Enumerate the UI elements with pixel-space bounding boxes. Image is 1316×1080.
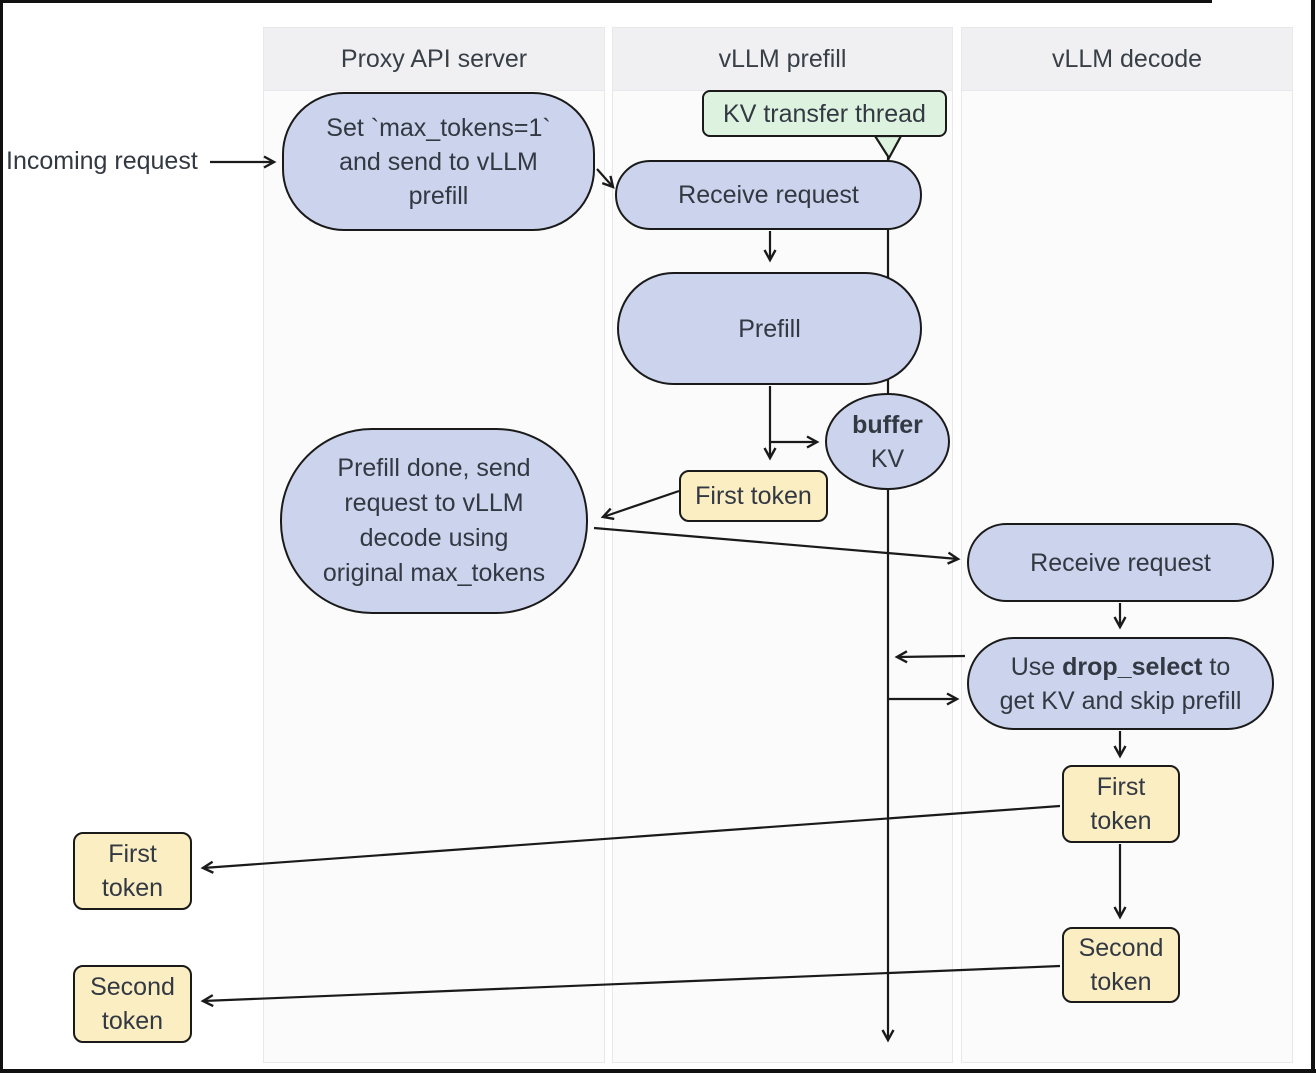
node-first-token-decode: First token xyxy=(1062,765,1180,843)
arrow-drop-select-to-lifeline xyxy=(894,650,966,664)
drop-select-line2: get KV and skip prefill xyxy=(999,686,1242,715)
prefill-done-line3: decode using xyxy=(359,524,509,552)
first-token-returned-line2: token xyxy=(101,874,164,902)
node-first-token-prefill: First token xyxy=(679,470,828,522)
frame-left-edge xyxy=(0,0,3,1073)
lane-header-decode: vLLM decode xyxy=(962,28,1292,91)
node-receive-request-decode: Receive request xyxy=(967,523,1274,602)
node-buffer-kv: buffer KV xyxy=(825,393,950,490)
arrow-second-token-decode-to-left xyxy=(200,964,1061,1008)
node-second-token-returned: Second token xyxy=(73,965,192,1043)
frame-bottom-edge xyxy=(0,1069,1316,1073)
set-max-tokens-line3: prefill xyxy=(408,181,469,210)
arrow-first-token-to-prefill-done xyxy=(600,489,680,521)
incoming-request-label: Incoming request xyxy=(6,147,198,175)
buffer-kv-title: buffer xyxy=(852,410,923,439)
drop-select-post: to xyxy=(1202,652,1231,681)
first-token-decode-line2: token xyxy=(1090,807,1152,835)
prefill-done-line2: request to vLLM xyxy=(344,489,524,517)
node-receive-request-prefill: Receive request xyxy=(615,160,922,230)
kv-transfer-thread-callout: KV transfer thread xyxy=(702,90,947,137)
node-drop-select: Use drop_select to get KV and skip prefi… xyxy=(967,637,1274,730)
set-max-tokens-line1: Set `max_tokens=1` xyxy=(326,113,551,142)
second-token-returned-line1: Second xyxy=(90,973,175,1001)
lane-header-proxy: Proxy API server xyxy=(264,28,604,91)
set-max-tokens-line2: and send to vLLM xyxy=(339,147,538,176)
prefill-done-line4: original max_tokens xyxy=(322,559,546,587)
drop-select-line1: Use drop_select to xyxy=(1011,650,1231,684)
node-first-token-returned: First token xyxy=(73,832,192,910)
first-token-returned-line1: First xyxy=(108,840,157,868)
second-token-decode-line1: Second xyxy=(1078,934,1164,962)
node-set-max-tokens: Set `max_tokens=1` and send to vLLM pref… xyxy=(282,92,595,231)
arrow-prefill-done-to-receive-decode xyxy=(593,526,961,565)
drop-select-pre: Use xyxy=(1010,652,1063,681)
frame-top-edge xyxy=(0,0,1212,3)
drop-select-bold: drop_select xyxy=(1062,652,1203,681)
arrow-set-to-receive-prefill xyxy=(596,168,615,189)
first-token-decode-line1: First xyxy=(1096,773,1146,801)
frame-right-edge xyxy=(1311,0,1315,1073)
node-prefill-done: Prefill done, send request to vLLM decod… xyxy=(280,428,588,614)
prefill-done-line1: Prefill done, send xyxy=(337,454,531,482)
node-prefill: Prefill xyxy=(617,272,922,385)
kv-thread-tail xyxy=(872,134,903,161)
arrow-first-token-decode-to-left xyxy=(200,804,1061,874)
second-token-decode-line2: token xyxy=(1090,968,1152,996)
node-second-token-decode: Second token xyxy=(1062,927,1180,1003)
buffer-kv-sub: KV xyxy=(870,444,905,473)
second-token-returned-line2: token xyxy=(101,1007,164,1035)
